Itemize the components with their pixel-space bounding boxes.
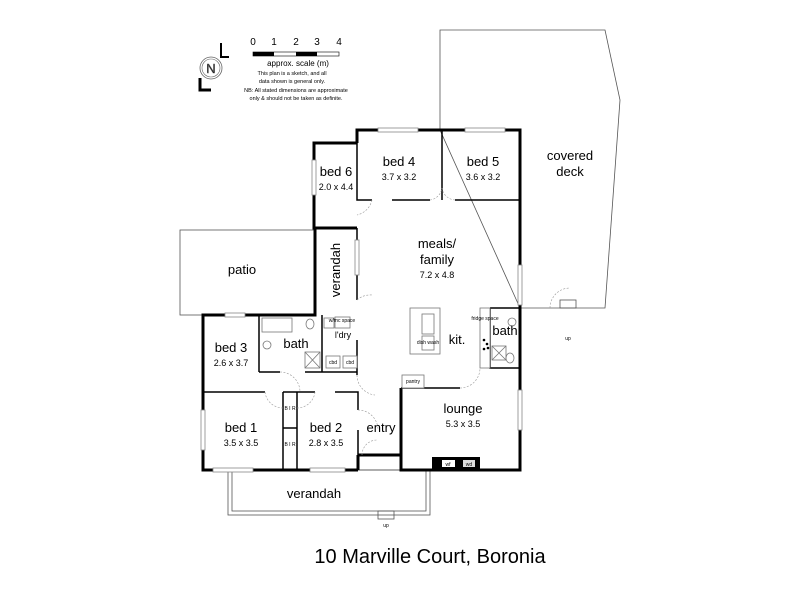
svg-text:2.8 x 3.5: 2.8 x 3.5 bbox=[309, 438, 344, 448]
svg-text:3.5 x 3.5: 3.5 x 3.5 bbox=[224, 438, 259, 448]
cooktop bbox=[482, 338, 490, 351]
svg-text:up: up bbox=[383, 523, 389, 529]
svg-text:bed 2: bed 2 bbox=[310, 420, 343, 435]
compass-icon: N bbox=[198, 43, 229, 92]
svg-text:4: 4 bbox=[336, 37, 342, 48]
svg-text:lounge: lounge bbox=[443, 401, 482, 416]
toilet bbox=[305, 318, 315, 330]
svg-text:bed 1: bed 1 bbox=[225, 420, 258, 435]
svg-text:5.3 x 3.5: 5.3 x 3.5 bbox=[446, 419, 481, 429]
disclaimer: This plan is a sketch, and all data show… bbox=[244, 71, 348, 102]
svg-text:B I R: B I R bbox=[284, 406, 296, 412]
svg-text:B I R: B I R bbox=[284, 442, 296, 448]
windows bbox=[200, 127, 523, 473]
svg-text:3.6 x 3.2: 3.6 x 3.2 bbox=[466, 172, 501, 182]
property-title: 10 Marville Court, Boronia bbox=[314, 546, 546, 568]
svg-text:w/mc space: w/mc space bbox=[329, 318, 356, 324]
bathtub bbox=[261, 317, 293, 333]
svg-text:NB: All stated dimensions are: NB: All stated dimensions are approximat… bbox=[244, 88, 348, 94]
svg-text:wf: wf bbox=[446, 462, 452, 468]
svg-text:bed 3: bed 3 bbox=[215, 340, 248, 355]
svg-text:0: 0 bbox=[250, 37, 256, 48]
svg-text:data shown is general only.: data shown is general only. bbox=[259, 79, 326, 85]
wm-space bbox=[334, 316, 351, 329]
svg-text:bed 6: bed 6 bbox=[320, 164, 353, 179]
svg-text:1: 1 bbox=[271, 37, 277, 48]
svg-text:bed 5: bed 5 bbox=[467, 154, 500, 169]
fixtures: w/mc space cbd cbd dish wash fridge spac… bbox=[261, 307, 571, 529]
room-labels: bed 4 3.7 x 3.2 bed 5 3.6 x 3.2 bed 6 2.… bbox=[214, 148, 593, 501]
svg-text:only & should not be taken as: only & should not be taken as definite. bbox=[250, 96, 343, 102]
svg-text:covered: covered bbox=[547, 148, 593, 163]
svg-text:meals/: meals/ bbox=[418, 236, 457, 251]
svg-text:l'dry: l'dry bbox=[335, 330, 352, 340]
svg-text:approx. scale (m): approx. scale (m) bbox=[267, 59, 329, 68]
sink bbox=[421, 313, 435, 335]
svg-text:fridge space: fridge space bbox=[471, 316, 498, 322]
svg-text:bath: bath bbox=[492, 323, 517, 338]
svg-text:2: 2 bbox=[293, 37, 299, 48]
kitchen-bench bbox=[479, 307, 491, 369]
svg-text:kit.: kit. bbox=[449, 332, 466, 347]
svg-text:patio: patio bbox=[228, 262, 256, 277]
svg-text:deck: deck bbox=[556, 164, 584, 179]
interior-walls bbox=[203, 130, 520, 470]
svg-text:cbd: cbd bbox=[346, 360, 354, 366]
svg-text:pantry: pantry bbox=[406, 379, 420, 385]
svg-text:3.7 x 3.2: 3.7 x 3.2 bbox=[382, 172, 417, 182]
svg-text:verandah: verandah bbox=[328, 243, 343, 297]
svg-text:bath: bath bbox=[283, 336, 308, 351]
svg-text:This plan is a sketch, and all: This plan is a sketch, and all bbox=[257, 71, 326, 77]
doors bbox=[264, 187, 571, 456]
covered-deck bbox=[439, 29, 621, 309]
scale-bar: 0 1 2 3 4 approx. scale (m) bbox=[250, 37, 342, 68]
svg-text:bed 4: bed 4 bbox=[383, 154, 416, 169]
svg-text:3: 3 bbox=[314, 37, 320, 48]
front-step bbox=[377, 510, 395, 520]
svg-text:2.0 x 4.4: 2.0 x 4.4 bbox=[319, 182, 354, 192]
svg-text:up: up bbox=[565, 336, 571, 342]
svg-text:family: family bbox=[420, 252, 454, 267]
svg-text:entry: entry bbox=[367, 420, 396, 435]
svg-text:wd: wd bbox=[466, 462, 473, 468]
svg-text:N: N bbox=[206, 61, 215, 76]
svg-text:cbd: cbd bbox=[329, 360, 337, 366]
pantry bbox=[401, 374, 425, 389]
svg-text:7.2 x 4.8: 7.2 x 4.8 bbox=[420, 270, 455, 280]
basin bbox=[262, 340, 272, 350]
svg-text:dish wash: dish wash bbox=[417, 340, 439, 346]
deck-step bbox=[559, 299, 577, 309]
svg-text:verandah: verandah bbox=[287, 486, 341, 501]
svg-text:2.6 x 3.7: 2.6 x 3.7 bbox=[214, 358, 249, 368]
